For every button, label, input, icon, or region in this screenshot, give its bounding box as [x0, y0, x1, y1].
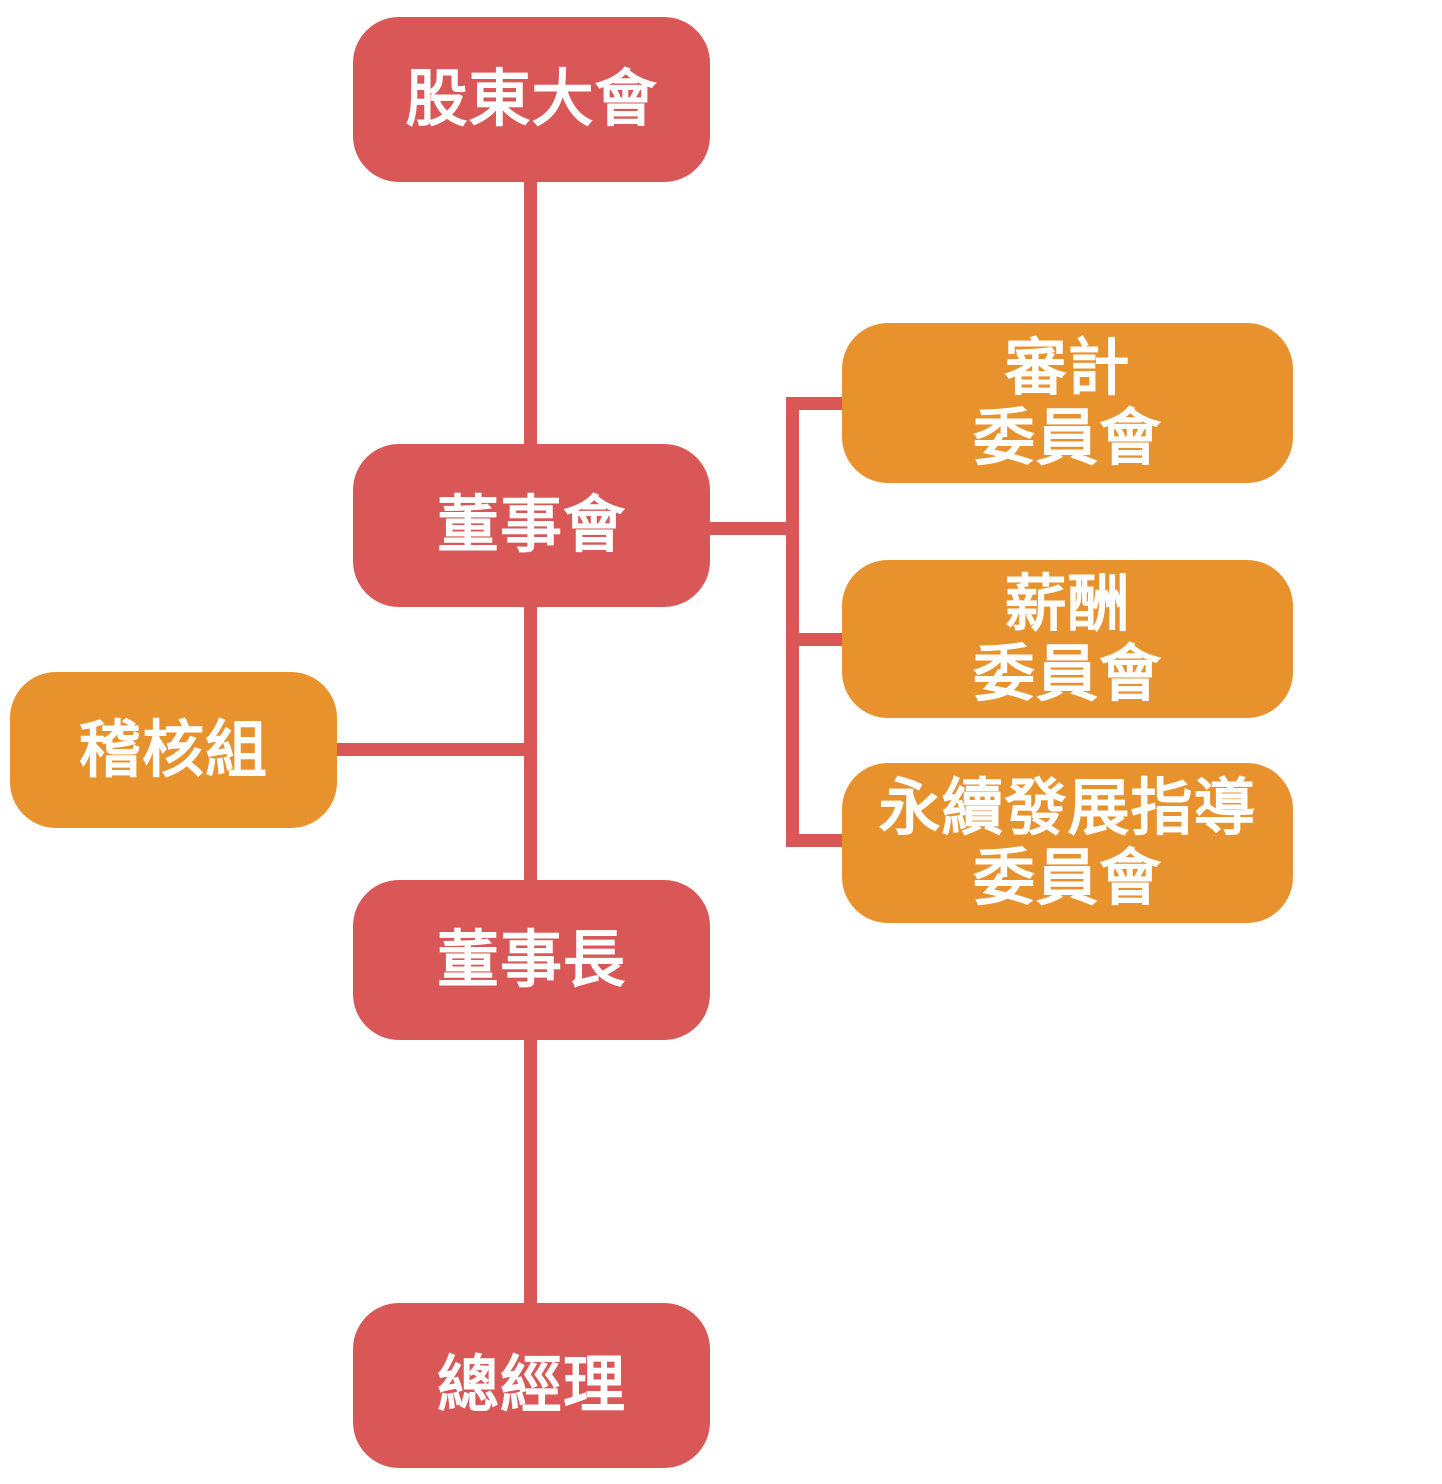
node-sustainability-committee: 永續發展指導 委員會	[842, 763, 1293, 923]
node-compensation-committee-label-line1: 薪酬	[1004, 566, 1131, 640]
node-compensation-committee: 薪酬 委員會	[842, 560, 1293, 718]
node-board-of-directors: 董事會	[353, 444, 710, 607]
edge-shareholders-board	[524, 177, 537, 449]
edge-chairman-general-manager	[524, 1035, 537, 1310]
edge-branch-audit-committee	[793, 397, 848, 410]
edge-audit-office-board-line	[330, 743, 530, 756]
node-chairman: 董事長	[353, 880, 710, 1040]
node-shareholders-meeting-label: 股東大會	[405, 62, 658, 136]
node-audit-committee-label-line1: 審計	[1004, 330, 1131, 404]
node-sustainability-committee-label-line1: 永續發展指導	[878, 770, 1257, 844]
node-general-manager-label: 總經理	[436, 1348, 626, 1422]
node-compensation-committee-label-line2: 委員會	[972, 637, 1162, 710]
node-audit-office: 稽核組	[10, 672, 337, 828]
node-board-of-directors-label: 董事會	[436, 488, 626, 562]
edge-committees-trunk	[786, 397, 799, 847]
edge-board-chairman	[524, 600, 537, 890]
node-chairman-label: 董事長	[436, 922, 626, 996]
node-sustainability-committee-label-line2: 委員會	[972, 841, 1162, 914]
edge-branch-compensation-committee	[793, 633, 848, 646]
edge-board-committees	[706, 522, 798, 535]
node-general-manager: 總經理	[353, 1303, 710, 1468]
node-shareholders-meeting: 股東大會	[353, 17, 710, 182]
node-audit-office-label: 稽核組	[78, 712, 268, 786]
node-audit-committee: 審計 委員會	[842, 323, 1293, 483]
edge-branch-sustainability-committee	[793, 834, 848, 847]
node-audit-committee-label-line2: 委員會	[972, 401, 1162, 474]
